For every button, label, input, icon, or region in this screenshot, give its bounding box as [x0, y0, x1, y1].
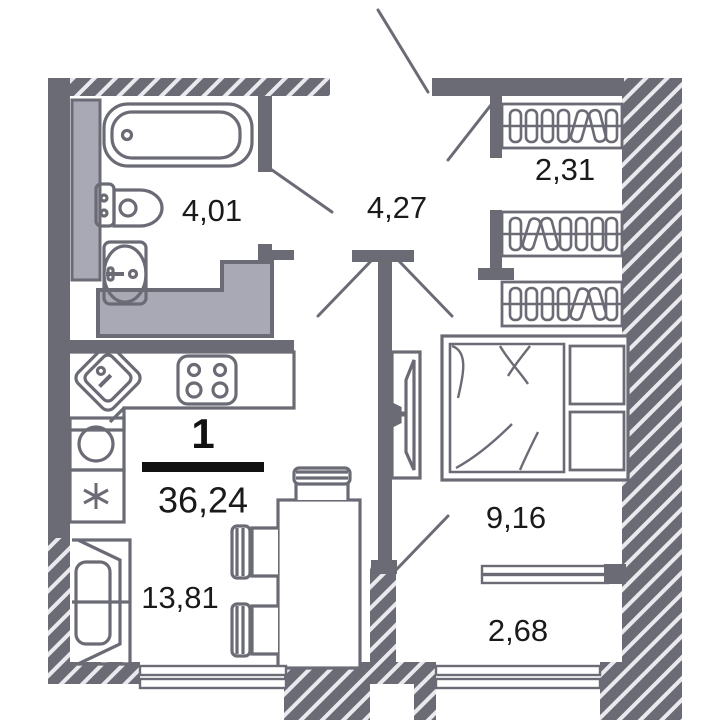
door-swings	[270, 8, 500, 572]
kitchen-fixtures	[68, 344, 296, 524]
area-label-wardrobe: 2,31	[535, 152, 595, 187]
wall-top-right	[432, 78, 624, 96]
window-balcony-bottom	[434, 664, 602, 690]
wall-central-partition	[378, 256, 392, 572]
door-swing-hall-right	[396, 258, 454, 318]
dining-table-icon	[276, 498, 362, 670]
area-labels: 4,01 4,27 2,31 9,16 2,68 13,81	[141, 152, 595, 648]
chair-left-upper-icon	[230, 524, 278, 580]
wall-bathroom-right-stub	[258, 244, 272, 260]
door-swing-bedroom	[394, 514, 450, 572]
wall-bathroom-ledge	[272, 250, 294, 260]
wall-wardrobe-left-upper	[490, 96, 502, 158]
wall-wardrobe-divider	[478, 268, 514, 280]
wall-bedroom-door-jamb	[371, 560, 397, 574]
wardrobe-rails	[500, 102, 624, 328]
wall-exterior-left	[48, 78, 70, 538]
television-icon	[390, 350, 422, 480]
area-label-bedroom: 9,16	[486, 500, 546, 535]
toilet-icon	[94, 182, 164, 228]
washbasin-icon	[102, 240, 148, 306]
bed-icon	[440, 334, 630, 482]
pillow-upper-icon	[568, 344, 626, 406]
wall-exterior-right	[622, 78, 682, 682]
area-label-living-kitchen: 13,81	[141, 580, 219, 615]
kitchen-counter-corner	[108, 406, 126, 424]
chair-top-icon	[292, 466, 352, 500]
interior-walls	[64, 78, 624, 574]
clothes-rail-top	[500, 102, 624, 150]
windows	[138, 564, 626, 690]
chair-left-lower-icon	[230, 602, 278, 658]
pillow-lower-icon	[568, 410, 626, 472]
total-area-label: 36,24	[158, 480, 248, 521]
badge-divider-bar	[142, 462, 264, 472]
wall-central-partition-cap	[352, 250, 414, 262]
snowflake-icon	[68, 468, 126, 524]
washing-machine-icon	[68, 416, 126, 472]
cooktop-icon	[176, 354, 238, 406]
clothes-rail-bottom	[500, 280, 624, 328]
door-swing-entry	[376, 8, 430, 94]
door-swing-wardrobe	[446, 94, 500, 162]
door-swing-bathroom	[270, 168, 334, 214]
wall-exterior-bottom-left	[48, 662, 140, 684]
area-label-hallway: 4,27	[367, 190, 427, 225]
niche-closet-l-shape	[96, 260, 274, 338]
wall-exterior-top-left	[48, 78, 330, 96]
sofa-icon	[72, 538, 132, 666]
wall-bathroom-kitchen-divider	[64, 340, 294, 352]
wall-balcony-bottom	[370, 662, 436, 684]
exterior-walls	[48, 78, 682, 720]
wall-exterior-left-lower	[48, 538, 70, 680]
window-living-room	[138, 664, 288, 690]
total-area-badge: 1 36,24	[142, 410, 264, 521]
window-bedroom	[480, 564, 626, 585]
bathroom-fixtures	[94, 102, 254, 306]
wall-wardrobe-left-lower	[490, 210, 502, 272]
area-label-bathroom: 4,01	[182, 193, 242, 228]
kitchen-counter-outline	[70, 350, 296, 432]
door-swing-hall-left	[316, 258, 374, 318]
dining-set	[230, 466, 362, 670]
bathtub-icon	[102, 102, 254, 168]
niche-fills	[70, 98, 274, 338]
area-label-balcony: 2,68	[488, 613, 548, 648]
rooms-count-label: 1	[191, 410, 214, 457]
kitchen-sink-icon	[74, 344, 142, 412]
clothes-rail-middle	[500, 210, 624, 258]
wall-bathroom-right-upper	[258, 96, 272, 172]
